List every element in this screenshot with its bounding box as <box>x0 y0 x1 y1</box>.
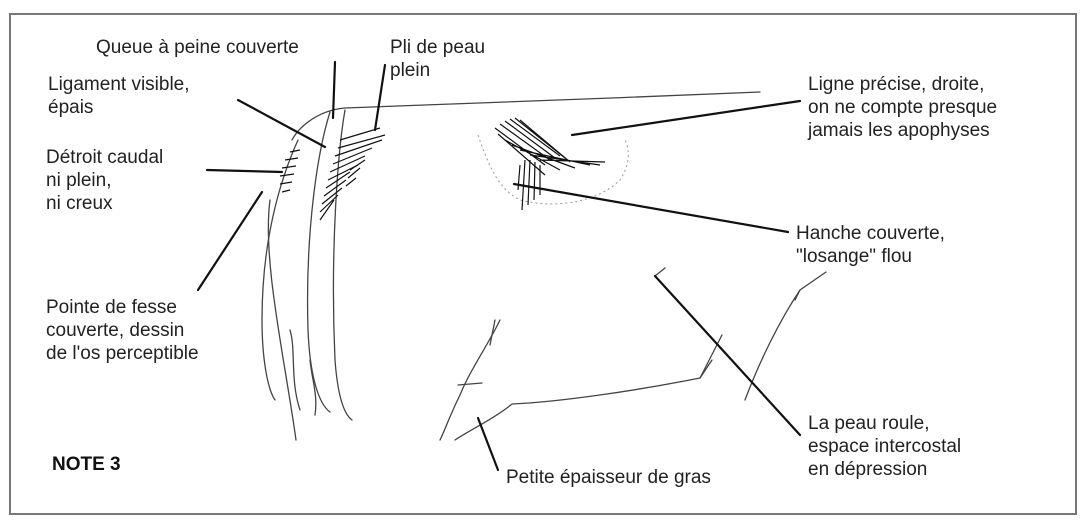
leader-ligne <box>572 101 800 135</box>
leader-petite <box>478 418 498 470</box>
leader-peau <box>655 276 800 435</box>
leader-detroit <box>207 170 282 172</box>
flank-line <box>745 272 826 400</box>
label-ligament: Ligament visible,épais <box>48 73 190 119</box>
rib-line <box>455 335 722 440</box>
belly-tick <box>458 383 482 385</box>
leader-pointe <box>198 192 262 290</box>
tail-hatching <box>280 128 385 220</box>
hip-shading-outline <box>478 135 628 204</box>
note-label: NOTE 3 <box>52 454 121 476</box>
label-petite: Petite épaisseur de gras <box>506 466 711 489</box>
label-hanche: Hanche couverte,"losange" flou <box>796 222 945 268</box>
label-ligne: Ligne précise, droite,on ne compte presq… <box>808 73 997 142</box>
flank-tick <box>795 290 800 300</box>
label-queue: Queue à peine couverte <box>96 36 299 59</box>
hock-line <box>290 330 300 410</box>
belly-mark <box>490 320 495 345</box>
leader-hanche <box>514 184 788 232</box>
leader-ligament <box>238 100 325 147</box>
leader-pli <box>375 65 385 130</box>
tail-line-2 <box>333 110 352 420</box>
rib-tick <box>700 360 712 378</box>
hock-line-2 <box>310 360 316 415</box>
rib-mark <box>655 268 665 276</box>
thigh-line <box>262 140 298 400</box>
rear-leg-line <box>268 200 296 440</box>
leader-lines <box>198 62 800 470</box>
